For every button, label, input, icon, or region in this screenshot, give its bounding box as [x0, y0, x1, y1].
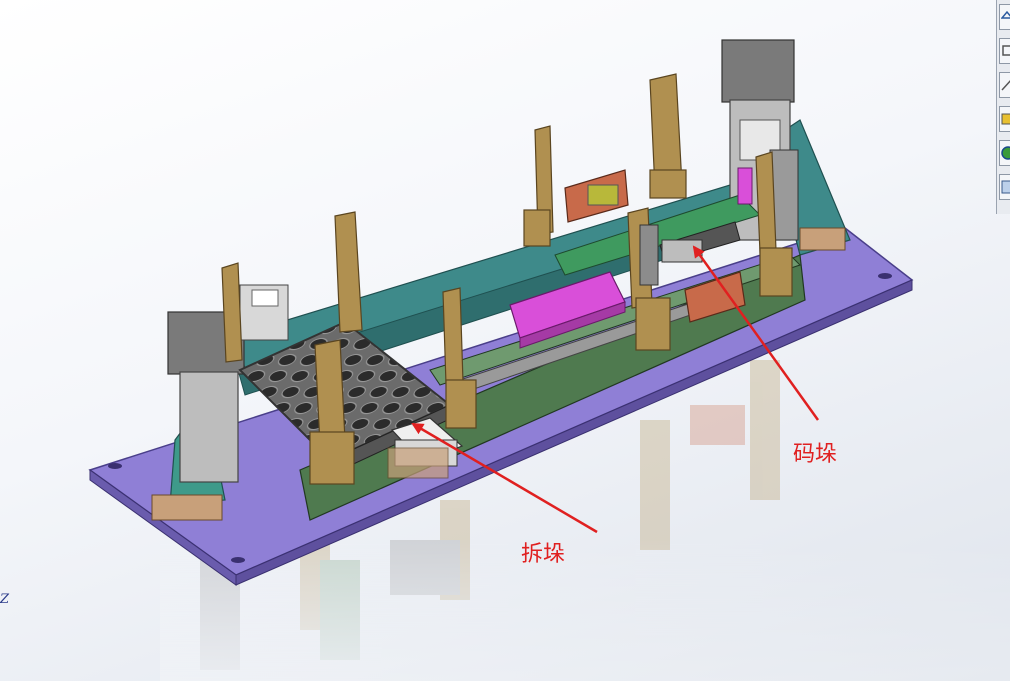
cube-view-icon[interactable] [999, 38, 1010, 64]
section-view-icon[interactable] [999, 72, 1010, 98]
right-upright-frame[interactable] [721, 39, 851, 256]
orange-brackets[interactable] [564, 167, 753, 323]
magenta-carriage[interactable] [509, 271, 626, 349]
axis-triad-label: Z [0, 592, 10, 607]
stacking-label: 码垛 [793, 442, 838, 467]
floor-reflection [160, 360, 1010, 681]
left-upright-frame[interactable] [151, 284, 289, 521]
unstacking-label: 拆垛 [521, 542, 566, 567]
appearance-globe-icon[interactable] [999, 140, 1010, 166]
home-view-icon[interactable] [999, 4, 1010, 30]
view-toolbar [996, 0, 1010, 214]
callout-arrows [411, 245, 820, 534]
scene-icon[interactable] [999, 174, 1010, 200]
stacking-arrow [692, 245, 820, 421]
unstacking-arrow [411, 422, 598, 534]
display-style-icon[interactable] [999, 106, 1010, 132]
